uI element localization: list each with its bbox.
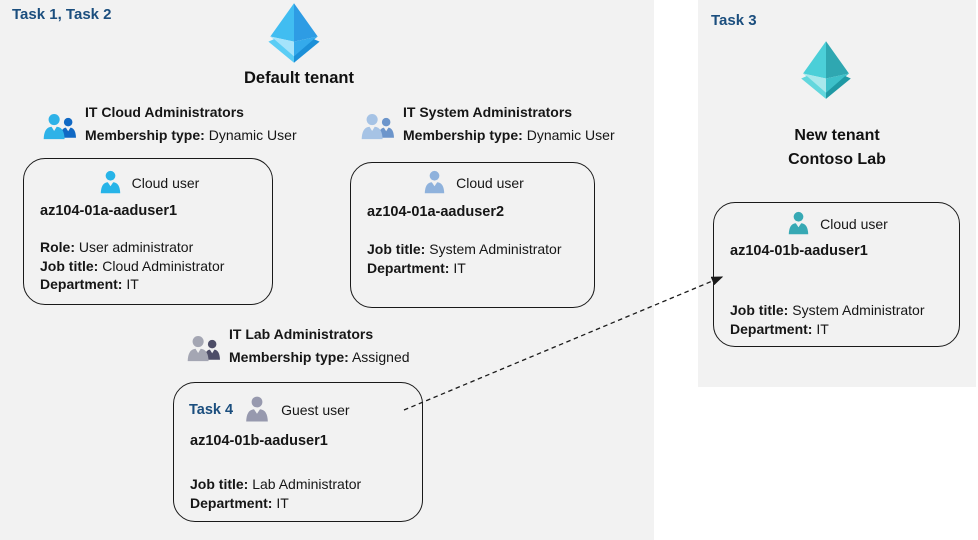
- user-type-label: Cloud user: [131, 174, 200, 191]
- group-it-system-administrators: IT System Administrators Membership type…: [360, 101, 615, 147]
- user-name: az104-01b-aaduser1: [190, 433, 328, 449]
- group-title: IT Cloud Administrators: [85, 104, 244, 120]
- card-header: Task 4 Guest user: [189, 394, 350, 425]
- user-card-aaduser1: Cloud user az104-01a-aaduser1 Role: User…: [23, 158, 273, 305]
- user-name: az104-01a-aaduser2: [367, 204, 505, 220]
- new-tenant-title-line2: Contoso Lab: [788, 151, 886, 168]
- user-type-label: Cloud user: [820, 215, 888, 232]
- user-card-aaduser1b-newtenant: Cloud user az104-01b-aaduser1 Job title:…: [713, 202, 960, 347]
- person-icon-cyan: [100, 170, 120, 194]
- person-icon-gray: [246, 396, 268, 422]
- default-tenant-panel: [0, 0, 654, 540]
- user-name: az104-01b-aaduser1: [730, 243, 868, 259]
- user-type-label: Guest user: [281, 401, 350, 418]
- task-1-2-label: Task 1, Task 2: [12, 6, 112, 23]
- group-membership: Membership type: Dynamic User: [403, 127, 615, 143]
- user-type-label: Cloud user: [456, 174, 524, 191]
- task-4-label: Task 4: [189, 401, 234, 418]
- card-header: Cloud user: [351, 168, 594, 197]
- guest-user-card: Task 4 Guest user az104-01b-aaduser1 Job…: [173, 382, 423, 522]
- field-job-title: Job title: Lab Administrator: [190, 476, 362, 492]
- group-title: IT System Administrators: [403, 104, 573, 120]
- field-department: Department: IT: [730, 320, 829, 337]
- field-job-title: Job title: System Administrator: [730, 302, 925, 318]
- user-fields: Job title: System Administrator Departme…: [730, 301, 925, 338]
- group-membership: Membership type: Dynamic User: [85, 127, 297, 143]
- task-3-label: Task 3: [711, 12, 757, 29]
- user-fields: Job title: Lab Administrator Department:…: [190, 475, 361, 512]
- user-fields: Job title: System Administrator Departme…: [367, 240, 562, 277]
- person-icon-steelblue: [424, 170, 445, 194]
- group-membership: Membership type: Assigned: [229, 349, 410, 365]
- user-card-aaduser2: Cloud user az104-01a-aaduser2 Job title:…: [350, 162, 595, 308]
- group-people-icon-cyan: [43, 113, 76, 140]
- user-name: az104-01a-aaduser1: [40, 203, 178, 219]
- new-tenant-title-line1: New tenant: [794, 127, 880, 144]
- field-department: Department: IT: [190, 494, 289, 511]
- card-header: Cloud user: [714, 209, 959, 238]
- group-people-icon-steelblue: [361, 113, 394, 140]
- person-icon-teal: [788, 211, 809, 235]
- card-header: Cloud user: [24, 168, 272, 197]
- new-tenant-title: New tenant Contoso Lab: [698, 124, 976, 172]
- group-title: IT Lab Administrators: [229, 326, 374, 342]
- group-it-lab-administrators: IT Lab Administrators Membership type: A…: [186, 323, 410, 369]
- user-fields: Role: User administrator Job title: Clou…: [40, 238, 224, 294]
- field-role: Role: User administrator: [40, 239, 194, 255]
- field-job-title: Job title: System Administrator: [367, 241, 562, 257]
- field-department: Department: IT: [367, 259, 466, 276]
- group-people-icon-gray: [187, 335, 220, 362]
- azure-ad-tenant-icon-blue: [268, 3, 320, 63]
- azure-ad-tenant-icon-teal: [801, 41, 851, 99]
- group-it-cloud-administrators: IT Cloud Administrators Membership type:…: [42, 101, 297, 147]
- field-job-title: Job title: Cloud Administrator: [40, 257, 225, 274]
- default-tenant-title: Default tenant: [243, 69, 354, 87]
- field-department: Department: IT: [40, 276, 139, 292]
